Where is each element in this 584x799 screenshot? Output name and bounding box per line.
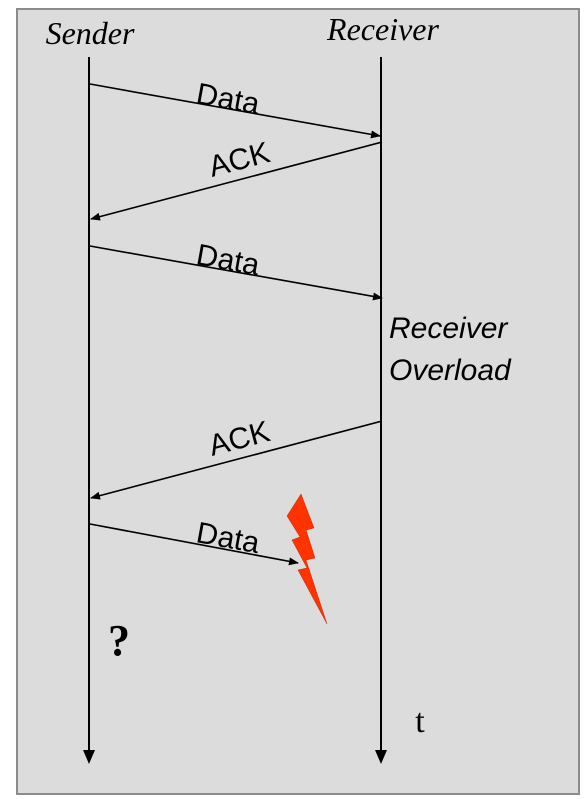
- diagram-panel: [16, 8, 580, 795]
- lightning-bolt-icon: [286, 493, 328, 625]
- sender-label: Sender: [46, 15, 135, 51]
- sender-lifeline-arrowhead: [83, 750, 95, 764]
- receiver-label: Receiver: [326, 11, 439, 47]
- overload-label-line2: Overload: [389, 354, 512, 387]
- receiver-lifeline-arrowhead: [375, 750, 387, 764]
- message-arrow-data-3: [89, 523, 299, 566]
- message-arrow-data-1: [89, 83, 381, 139]
- message-arrow-ack-1: [90, 141, 383, 221]
- message-arrow-ack-2: [90, 420, 383, 500]
- message-arrow-data-2: [89, 245, 383, 301]
- overload-label-line1: Receiver: [389, 312, 508, 345]
- unknown-state-mark: ?: [108, 616, 130, 665]
- time-axis-label: t: [415, 703, 425, 740]
